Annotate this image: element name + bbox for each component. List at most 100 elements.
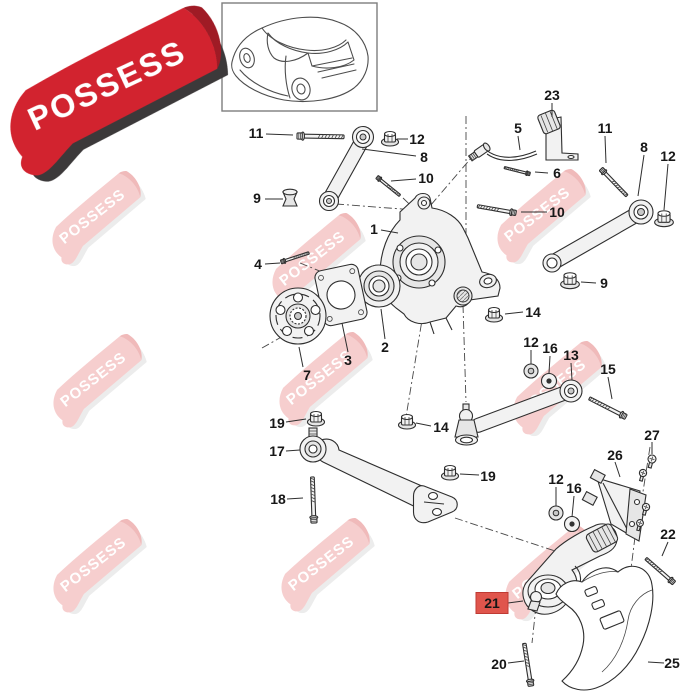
- label-leader-line: [380, 308, 386, 340]
- part-label: 23: [544, 87, 560, 103]
- part-label: 11: [598, 120, 613, 136]
- label-leader-line: [286, 497, 304, 500]
- part-label: 3: [344, 352, 352, 368]
- screw-27-a: [645, 453, 658, 470]
- part-label: 19: [269, 415, 285, 431]
- wheel-bearing-2: [357, 264, 401, 308]
- label-leader-line: [380, 229, 399, 234]
- part-label: 12: [409, 131, 425, 147]
- watermark-ribbon: [39, 167, 157, 272]
- part-label: 6: [553, 165, 561, 181]
- part-label: 10: [549, 204, 565, 220]
- brake-hose-5: [467, 142, 538, 162]
- bolt-15: [587, 394, 628, 421]
- label-leader-line: [661, 541, 669, 557]
- bolt-18: [308, 476, 319, 524]
- label-leader-line: [507, 600, 524, 604]
- label-leader-line: [548, 355, 551, 374]
- wheel-hub-7: [269, 287, 327, 345]
- label-leader-line: [507, 660, 525, 664]
- part-label: 11: [249, 125, 264, 141]
- part-label: 25: [664, 655, 680, 671]
- part-label: 12: [523, 334, 539, 350]
- bolt-11-right: [598, 166, 630, 199]
- possess-logo-banner: [0, 0, 247, 190]
- watermark-ribbon: [268, 514, 386, 619]
- nut-19-right: [440, 464, 460, 481]
- watermark-ribbon: [40, 330, 158, 435]
- bracket-23: [537, 109, 579, 161]
- label-leader-line: [637, 154, 645, 197]
- label-leader-line: [264, 262, 281, 265]
- part-label: 18: [270, 491, 286, 507]
- thumbnail-frame: [221, 2, 378, 112]
- trailing-arm-17: [299, 427, 458, 524]
- stone-guard-25: [555, 565, 654, 691]
- watermark-layer: [39, 165, 618, 627]
- label-leader-line: [361, 148, 417, 157]
- label-leader-line: [341, 322, 349, 353]
- grommet-16-mid: [540, 372, 558, 390]
- label-leader-line: [580, 281, 597, 284]
- nut-14-left: [397, 413, 417, 430]
- part-label: 20: [491, 656, 507, 672]
- lower-control-arm-21: [522, 523, 619, 615]
- bolt-11-left: [296, 131, 345, 142]
- upper-link-right: [542, 199, 654, 273]
- car-sketch-icon: [231, 16, 369, 103]
- part-label: 8: [420, 149, 428, 165]
- label-leader-line: [647, 661, 665, 664]
- part-label: 26: [607, 447, 623, 463]
- nut-19-left: [306, 410, 326, 427]
- label-leader-line: [459, 473, 480, 476]
- washer-12-lower: [548, 505, 564, 521]
- washer-12-mid: [523, 363, 539, 379]
- bolt-10-right: [476, 202, 517, 217]
- part-label: 9: [253, 190, 261, 206]
- screw-27-b: [636, 468, 648, 483]
- part-label: 1: [370, 221, 378, 237]
- label-leader-line: [570, 362, 573, 381]
- bolt-20: [520, 642, 535, 687]
- part-label: 14: [525, 304, 541, 320]
- part-label: 8: [640, 139, 648, 155]
- part-label: 22: [660, 526, 676, 542]
- label-leader-line: [265, 133, 294, 136]
- label-leader-line: [390, 178, 417, 182]
- label-leader-line: [504, 311, 524, 315]
- nut-14-right: [484, 306, 504, 323]
- label-leader-line: [285, 449, 301, 452]
- part-label: 2: [381, 339, 389, 355]
- label-leader-line: [571, 495, 575, 518]
- upper-link-left: [318, 125, 375, 212]
- bolt-10-left-upper: [375, 174, 402, 198]
- bolt-6: [503, 165, 531, 177]
- part-label: 12: [660, 148, 676, 164]
- part-label: 17: [269, 443, 285, 459]
- control-link-13: [454, 379, 583, 446]
- bushing-9-left: [282, 188, 298, 207]
- bracket-26: [581, 468, 647, 542]
- nut-12-top: [380, 130, 400, 147]
- label-leader-line: [614, 461, 621, 478]
- label-leader-line: [607, 376, 613, 400]
- label-leader-line: [285, 418, 307, 423]
- bearing-flange-3: [314, 263, 368, 327]
- label-leader-line: [415, 422, 432, 427]
- part-label: 12: [548, 471, 564, 487]
- label-leader-line: [298, 346, 304, 368]
- part-label: 14: [433, 419, 449, 435]
- part-label: 5: [514, 120, 522, 136]
- label-leader-line: [604, 135, 607, 164]
- part-label: 16: [542, 340, 558, 356]
- part-label: 16: [566, 480, 582, 496]
- part-label: 21: [484, 595, 500, 611]
- wheel-carrier-1: [379, 192, 501, 335]
- label-leader-line: [517, 135, 521, 151]
- label-leader-line: [663, 163, 669, 211]
- part-label: 10: [418, 170, 434, 186]
- part-label: 13: [563, 347, 579, 363]
